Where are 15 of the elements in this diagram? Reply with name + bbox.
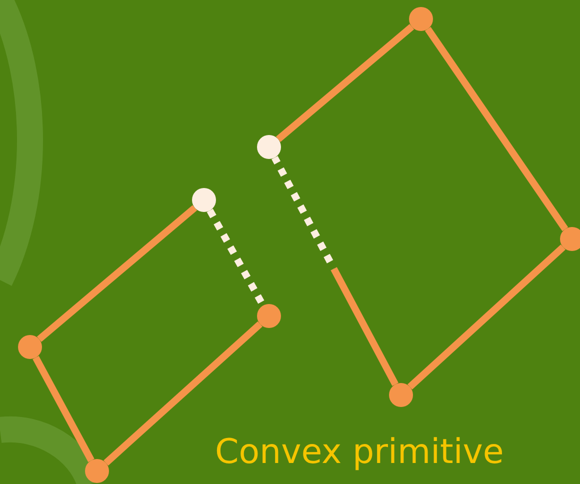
vertex-dot	[389, 383, 413, 407]
vertex-dot	[409, 7, 433, 31]
line-segment	[424, 26, 568, 232]
line-segment	[104, 321, 262, 466]
caption-text: Convex primitive	[215, 432, 504, 472]
line-segment	[36, 205, 198, 342]
dashed-line	[272, 156, 398, 386]
vertex-dot	[85, 459, 109, 483]
vertex-dot	[192, 188, 216, 212]
vertex-dot	[257, 304, 281, 328]
vertex-dot	[18, 335, 42, 359]
line-segment	[276, 24, 414, 142]
vertex-dot	[257, 135, 281, 159]
line-segment	[408, 244, 566, 390]
line-segment	[32, 356, 94, 462]
